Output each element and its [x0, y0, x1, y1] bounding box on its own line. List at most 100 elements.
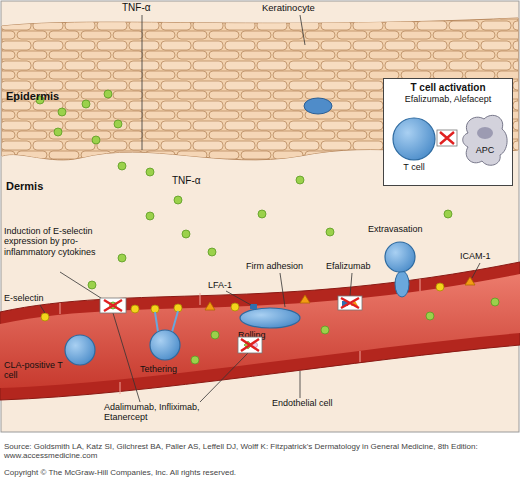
step-label: Rolling: [238, 330, 282, 340]
tnf-dot: [208, 248, 216, 256]
icam-1: [465, 277, 475, 285]
extravasating-t-cell: [385, 242, 415, 272]
layer-name: Epidermis: [6, 90, 76, 103]
endothelial-seam: [120, 382, 121, 394]
tnf-dot: [118, 162, 126, 170]
block-mark-induction: [100, 298, 126, 313]
icam-1: [300, 295, 310, 303]
e-selectin: [131, 305, 139, 313]
block-box: [338, 296, 362, 310]
e-selectin: [41, 313, 49, 321]
lfa-1: [250, 304, 257, 309]
endothelial-seam: [360, 351, 361, 362]
leader-line: [300, 15, 305, 45]
t-cell-outline: [392, 117, 436, 161]
block-mark-lumen: [238, 337, 262, 353]
tnf-dot: [321, 326, 329, 334]
tnf-dot: [88, 281, 96, 289]
layer-name: Dermis: [6, 180, 76, 193]
red-x: [440, 132, 454, 144]
tnf-dot: [211, 331, 219, 339]
tnf-dots: [36, 90, 499, 364]
apc-cell: APC: [460, 111, 510, 169]
inset-box: T cell activationEfalizumab, AlefaceptT …: [383, 78, 513, 186]
antibody-tnf: [244, 341, 252, 349]
cytokine-label: TNF-α: [172, 175, 216, 187]
endothelial-seam: [200, 293, 201, 305]
vessel-wall: [0, 262, 520, 400]
t-cell-body: [393, 118, 435, 160]
process-note: Induction of E-selectin expression by pr…: [4, 226, 100, 257]
tnf-dot: [182, 230, 190, 238]
endothelial-seam: [420, 279, 421, 291]
cell-label: Endothelial cell: [272, 398, 362, 408]
step-label: Tethering: [140, 364, 200, 374]
tethering-t-cell: [150, 330, 180, 360]
source-note: Source: Goldsmith LA, Katz SI, Gilchrest…: [4, 442, 516, 460]
tnf-dot: [296, 176, 304, 184]
tnf-dot: [146, 212, 154, 220]
tnf-dot: [114, 120, 122, 128]
block-box: [100, 298, 126, 313]
leader-line: [142, 15, 143, 150]
endothelial-seams: [60, 279, 420, 394]
molecule-label: LFA-1: [208, 280, 248, 290]
highlighted-keratinocyte: [304, 98, 332, 114]
leader-line: [226, 291, 251, 305]
tnf-dot: [491, 298, 499, 306]
block-box: [238, 337, 262, 353]
tnf-dot: [92, 136, 100, 144]
tnf-dot: [174, 196, 182, 204]
leader-line: [472, 263, 480, 278]
red-x: [104, 300, 122, 311]
cytokine-label: TNF-α: [122, 2, 166, 14]
tnf-dot: [426, 312, 434, 320]
tnf-dot: [54, 128, 62, 136]
leader-line: [40, 305, 45, 313]
tnf-dot: [82, 100, 90, 108]
cell-label: CLA-positive T cell: [4, 360, 64, 381]
apc-nucleus: [477, 127, 493, 139]
icam-group: [205, 277, 475, 310]
leader-line: [113, 313, 140, 402]
inset-title: T cell activation: [386, 82, 510, 94]
block-mark-inset: [437, 130, 457, 146]
microvillus: [155, 312, 158, 332]
icam-1: [351, 300, 358, 306]
cla-t-cell: [65, 335, 95, 365]
e-selectin: [174, 304, 182, 312]
drug-label: Adalimumab, Infliximab, Etanercept: [104, 402, 228, 423]
frame-dermis: [1, 1, 519, 432]
red-x: [341, 298, 359, 308]
leader-lines: [40, 15, 480, 402]
tnf-dot: [191, 356, 199, 364]
block-mark-efalizumab: [338, 296, 362, 310]
cell-name: APC: [460, 145, 510, 155]
cell-label: Keratinocyte: [262, 3, 338, 14]
vessel-lumen: [0, 274, 520, 388]
molecule-label: E-selectin: [4, 293, 64, 303]
extravasating-tail: [395, 271, 409, 297]
step-label: Extravasation: [368, 224, 444, 234]
endothelial-seam: [60, 303, 61, 314]
apc-body: [463, 115, 507, 165]
block-box: [437, 130, 457, 146]
microvillus: [172, 311, 178, 332]
leader-line: [300, 371, 301, 398]
e-selectin: [231, 303, 239, 311]
drug-label: Efalizumab: [326, 261, 388, 271]
tnf-dot: [110, 302, 117, 309]
antibody: [253, 343, 258, 348]
tnf-dot: [104, 90, 112, 98]
tnf-dot: [118, 254, 126, 262]
lfa-1: [342, 301, 348, 306]
tnf-dot: [326, 228, 334, 236]
step-label: Firm adhesion: [246, 261, 320, 271]
rolling-t-cell: [240, 308, 300, 328]
tnf-dot: [58, 108, 66, 116]
molecule-label: ICAM-1: [460, 251, 510, 261]
